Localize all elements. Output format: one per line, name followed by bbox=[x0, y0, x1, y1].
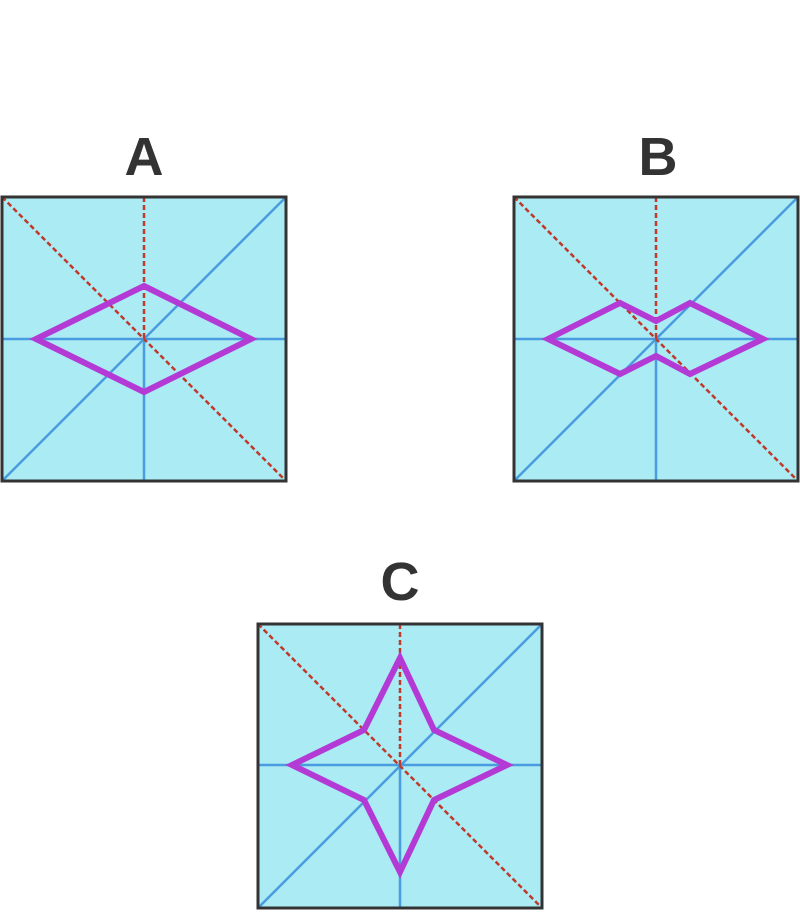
cut-outline-star bbox=[285, 651, 514, 879]
cut-outline-bowtie bbox=[541, 299, 770, 378]
figure-label-a: A bbox=[124, 127, 164, 187]
valley-fold-diagonal bbox=[513, 196, 799, 482]
paper-border bbox=[512, 195, 800, 483]
paper-border bbox=[0, 195, 288, 483]
paper-border bbox=[256, 622, 544, 910]
figure-label-b: B bbox=[638, 127, 678, 187]
valley-fold-diagonal bbox=[1, 196, 287, 482]
figure-label-c: C bbox=[380, 552, 420, 612]
folded-paper-b bbox=[512, 195, 800, 483]
valley-fold-diagonal bbox=[257, 623, 543, 909]
folded-paper-c bbox=[256, 622, 544, 910]
folded-paper-a bbox=[0, 195, 288, 483]
cut-outline-rhombus bbox=[29, 282, 258, 396]
